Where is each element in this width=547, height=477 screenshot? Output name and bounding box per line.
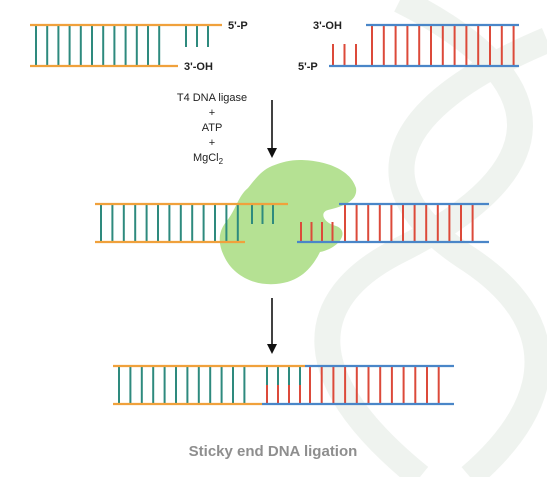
- middle-left-fragment: [95, 202, 288, 244]
- left-five-prime-label: 5'-P: [228, 20, 248, 32]
- plus-sign: +: [209, 137, 215, 149]
- mgcl2-subscript: 2: [219, 157, 224, 166]
- middle-right-fragment: [297, 202, 489, 244]
- arrow-down-1: [267, 100, 277, 158]
- ligase-enzyme-shape: [219, 160, 357, 285]
- figure-caption: Sticky end DNA ligation: [189, 443, 358, 460]
- ligated-product: [113, 364, 454, 406]
- enzyme-label: T4 DNA ligase: [177, 92, 247, 104]
- arrow-down-2: [267, 298, 277, 354]
- top-right-fragment: 3'-OH 5'-P: [298, 20, 519, 73]
- atp-label: ATP: [202, 122, 223, 134]
- background-helix-strand: [388, 28, 547, 477]
- plus-sign: +: [209, 107, 215, 119]
- mgcl2-label: MgCl2: [193, 152, 224, 166]
- background-helix: [314, 0, 547, 477]
- left-three-prime-label: 3'-OH: [184, 61, 213, 73]
- right-three-prime-label: 3'-OH: [313, 20, 342, 32]
- right-five-prime-label: 5'-P: [298, 61, 318, 73]
- mgcl2-text: MgCl: [193, 152, 219, 164]
- reaction-conditions: T4 DNA ligase + ATP + MgCl2: [177, 92, 247, 166]
- top-left-fragment: 5'-P 3'-OH: [30, 20, 248, 73]
